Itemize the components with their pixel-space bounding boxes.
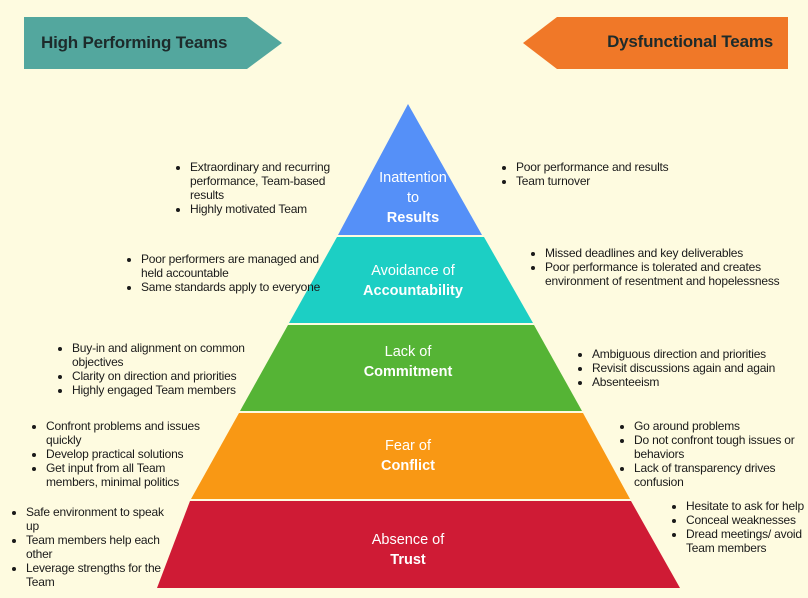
list-item: Confront problems and issues quickly [46,419,216,447]
list-item: Poor performance is tolerated and create… [545,260,785,288]
list-item: Absenteeism [592,375,808,389]
list-item: Highly motivated Team [190,202,355,216]
list-item: Poor performance and results [516,160,716,174]
layer-label-bold: Trust [390,552,426,568]
list-item: Lack of transparency drives confusion [634,461,808,489]
list-item: Clarity on direction and priorities [72,369,277,383]
high-performing-banner-shape [24,17,282,69]
commitment-dysfunctional-list: Ambiguous direction and priorities Revis… [574,347,808,389]
layer-conflict-label: Fear of Conflict [308,436,508,476]
trust-high-performing-list: Safe environment to speak up Team member… [8,505,166,589]
results-high-performing-list: Extraordinary and recurring performance,… [172,160,355,216]
dysfunctional-teams-title: Dysfunctional Teams [607,32,773,51]
list-item: Dread meetings/ avoid Team members [686,527,808,555]
list-item: Conceal weaknesses [686,513,808,527]
layer-accountability-shape [289,237,533,323]
list-item: Buy-in and alignment on common objective… [72,341,277,369]
layer-label-bold: Results [386,210,440,226]
list-item: Safe environment to speak up [26,505,166,533]
layer-label-line: Fear of [385,438,431,454]
list-item: Do not confront tough issues or behavior… [634,433,808,461]
list-item: Develop practical solutions [46,447,216,461]
list-item: Get input from all Team members, minimal… [46,461,216,489]
commitment-high-performing-list: Buy-in and alignment on common objective… [54,341,277,397]
layer-trust-shape [157,501,680,588]
layer-results-label: Inattention to Results [313,168,513,228]
results-dysfunctional-list: Poor performance and results Team turnov… [498,160,716,188]
list-item: Team members help each other [26,533,166,561]
list-item: Missed deadlines and key deliverables [545,246,785,260]
layer-trust-label: Absence of Trust [308,530,508,570]
accountability-dysfunctional-list: Missed deadlines and key deliverables Po… [527,246,785,288]
layer-label-line: Inattention [379,170,447,186]
layer-accountability-label: Avoidance of Accountability [313,261,513,301]
list-item: Go around problems [634,419,808,433]
layer-label-line: Avoidance of [371,263,455,279]
list-item: Leverage strengths for the Team [26,561,166,589]
layer-label-line: to [406,190,420,206]
dysfunctional-banner-shape [523,17,788,69]
layer-commitment-shape [240,325,582,411]
list-item: Team turnover [516,174,716,188]
layer-label-line: Absence of [371,532,445,548]
list-item: Poor performers are managed and held acc… [141,252,331,280]
conflict-high-performing-list: Confront problems and issues quickly Dev… [28,419,216,489]
high-performing-teams-title: High Performing Teams [41,33,228,52]
trust-dysfunctional-list: Hesitate to ask for help Conceal weaknes… [668,499,808,555]
layer-commitment-label: Lack of Commitment [308,342,508,382]
accountability-high-performing-list: Poor performers are managed and held acc… [123,252,331,294]
list-item: Same standards apply to everyone [141,280,331,294]
list-item: Revisit discussions again and again [592,361,808,375]
layer-label-line: Lack of [384,344,432,360]
list-item: Hesitate to ask for help [686,499,808,513]
list-item: Extraordinary and recurring performance,… [190,160,355,202]
layer-label-bold: Conflict [381,458,435,474]
list-item: Highly engaged Team members [72,383,277,397]
layer-conflict-shape [191,413,630,499]
layer-results-shape [338,104,482,235]
conflict-dysfunctional-list: Go around problems Do not confront tough… [616,419,808,489]
list-item: Ambiguous direction and priorities [592,347,808,361]
layer-label-bold: Accountability [363,283,463,299]
layer-label-bold: Commitment [363,364,453,380]
